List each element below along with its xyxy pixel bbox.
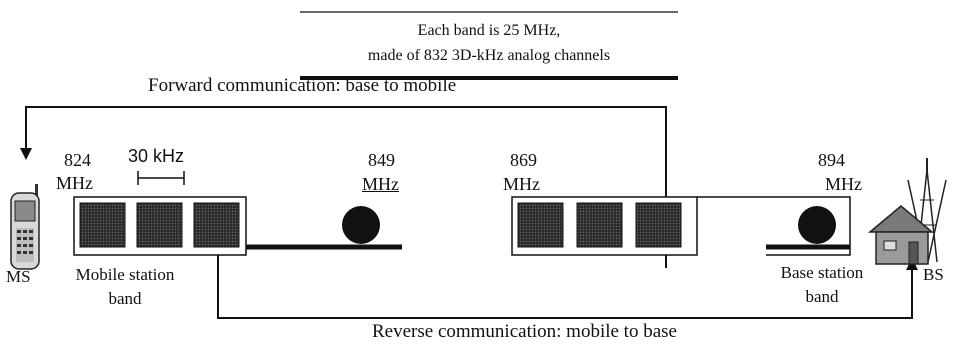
base-band-label-line-2: band bbox=[805, 287, 839, 306]
forward-communication-label: Forward communication: base to mobile bbox=[148, 75, 457, 96]
freq-824-number: 824 bbox=[64, 150, 91, 170]
header-line-2: made of 832 3D-kHz analog channels bbox=[367, 47, 611, 64]
base-station-building-icon bbox=[867, 158, 947, 265]
base-channel-2 bbox=[576, 202, 623, 248]
channel-width-marker bbox=[137, 171, 185, 185]
ms-label: MS bbox=[6, 267, 31, 286]
freq-824-unit: MHz bbox=[56, 173, 93, 193]
mobile-channel-2 bbox=[136, 202, 183, 248]
mobile-band-ellipsis-dot bbox=[342, 206, 380, 244]
base-band-label-line-1: Base station bbox=[780, 263, 864, 282]
freq-849-number: 849 bbox=[368, 150, 395, 170]
mobile-channel-3 bbox=[193, 202, 240, 248]
freq-869-unit: MHz bbox=[503, 174, 540, 194]
reverse-communication-label: Reverse communication: mobile to base bbox=[372, 321, 677, 342]
forward-arrowhead bbox=[20, 148, 32, 160]
channel-width-label: 30 kHz bbox=[128, 146, 185, 166]
reverse-path-line bbox=[217, 226, 913, 319]
mobile-channel-1 bbox=[79, 202, 126, 248]
mobile-band-label-line-2: band bbox=[108, 289, 142, 308]
freq-894-number: 894 bbox=[818, 150, 845, 170]
base-station-band bbox=[511, 196, 851, 256]
base-channel-1 bbox=[517, 202, 564, 248]
mobile-phone-icon bbox=[10, 184, 40, 270]
bs-label: BS bbox=[923, 265, 944, 284]
base-band-box-right bbox=[697, 196, 851, 256]
mobile-band-label-line-1: Mobile station bbox=[75, 265, 175, 284]
base-channel-3 bbox=[635, 202, 682, 248]
forward-path-line bbox=[25, 106, 667, 268]
header-line-1: Each band is 25 MHz, bbox=[417, 22, 561, 39]
freq-849-unit: MHz bbox=[362, 174, 399, 194]
freq-869-number: 869 bbox=[510, 150, 537, 170]
freq-894-unit: MHz bbox=[825, 174, 862, 194]
mobile-station-band bbox=[73, 196, 402, 256]
base-band-ellipsis-dot bbox=[798, 206, 836, 244]
